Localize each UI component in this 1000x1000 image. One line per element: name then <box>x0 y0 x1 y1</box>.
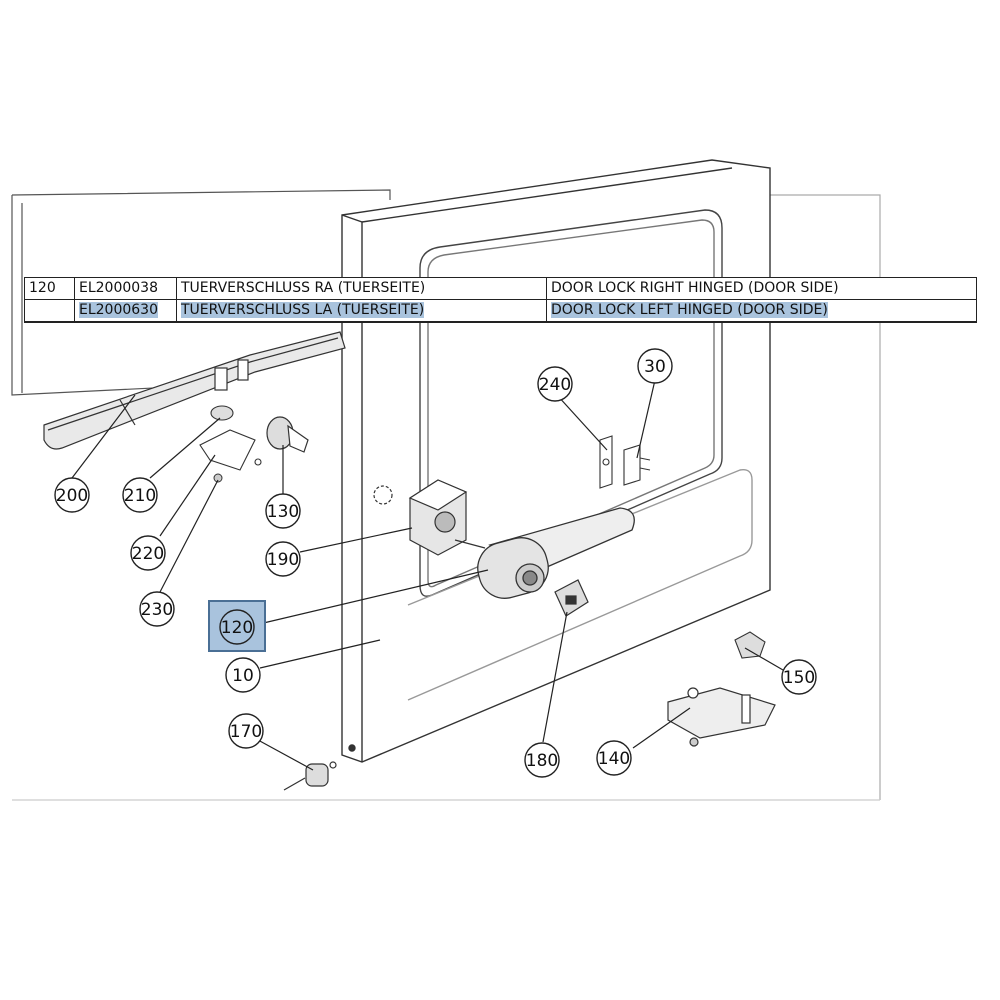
callout-130: 130 <box>265 493 301 529</box>
callout-150: 150 <box>781 659 817 695</box>
callout-label: 170 <box>230 722 262 742</box>
english-name-text: DOOR LOCK RIGHT HINGED (DOOR SIDE) <box>551 280 839 296</box>
callout-190: 190 <box>265 541 301 577</box>
part-number-cell: EL2000038 <box>74 277 177 300</box>
hinge-cap-150-part <box>734 631 766 659</box>
callouts: 200 210 220 230 130 190 120 10 <box>54 348 817 778</box>
callout-220: 220 <box>130 535 166 571</box>
callout-170: 170 <box>228 713 264 749</box>
spacer-170-part <box>283 761 337 791</box>
callout-30: 30 <box>637 348 673 384</box>
callout-label: 190 <box>267 550 299 570</box>
callout-label: 120 <box>221 618 253 638</box>
part-number-cell: EL2000630 <box>74 299 177 323</box>
catch-180-part <box>554 579 589 617</box>
table-row[interactable]: 120 EL2000038 TUERVERSCHLUSS RA (TUERSEI… <box>24 277 977 300</box>
callout-10: 10 <box>225 657 261 693</box>
hinge-plate-140-part <box>667 687 776 747</box>
callout-label: 10 <box>232 666 254 686</box>
german-name-text: TUERVERSCHLUSS LA (TUERSEITE) <box>181 302 425 318</box>
table-row-selected[interactable]: EL2000630 TUERVERSCHLUSS LA (TUERSEITE) … <box>24 299 977 323</box>
callout-200: 200 <box>54 477 90 513</box>
callout-240: 240 <box>537 366 573 402</box>
callout-label: 150 <box>783 668 815 688</box>
callout-label: 140 <box>598 749 630 769</box>
hinge-bracket-220-part <box>199 429 262 471</box>
cap-210-part <box>210 405 234 421</box>
bracket-30-part <box>623 444 651 486</box>
leader-lines <box>71 379 784 771</box>
drain-gutter-part <box>43 331 346 450</box>
callout-label: 30 <box>644 357 666 377</box>
callout-label: 200 <box>56 486 88 506</box>
callout-180: 180 <box>524 742 560 778</box>
door-handle-120-part <box>477 507 635 599</box>
screw-230-part <box>213 473 223 483</box>
callout-label: 220 <box>132 544 164 564</box>
cabinet-panel <box>11 189 881 801</box>
callout-label: 230 <box>141 600 173 620</box>
german-name-cell: TUERVERSCHLUSS LA (TUERSEITE) <box>176 299 547 323</box>
callout-label: 130 <box>267 502 299 522</box>
english-name-text: DOOR LOCK LEFT HINGED (DOOR SIDE) <box>551 302 828 318</box>
callout-label: 210 <box>124 486 156 506</box>
german-name-text: TUERVERSCHLUSS RA (TUERSEITE) <box>181 280 426 296</box>
german-name-cell: TUERVERSCHLUSS RA (TUERSEITE) <box>176 277 547 300</box>
strike-240-part <box>599 435 613 489</box>
callout-label: 180 <box>526 751 558 771</box>
callout-210: 210 <box>122 477 158 513</box>
part-number-text: EL2000038 <box>79 280 158 296</box>
part-number-text: EL2000630 <box>79 302 158 318</box>
callout-120-highlighted: 120 <box>208 600 266 652</box>
callout-140: 140 <box>596 740 632 776</box>
parts-table: 120 EL2000038 TUERVERSCHLUSS RA (TUERSEI… <box>24 277 977 323</box>
lock-housing-190-part <box>373 479 486 556</box>
english-name-cell: DOOR LOCK RIGHT HINGED (DOOR SIDE) <box>546 277 977 300</box>
position-cell <box>24 299 75 323</box>
position-text: 120 <box>29 280 56 296</box>
position-cell: 120 <box>24 277 75 300</box>
english-name-cell: DOOR LOCK LEFT HINGED (DOOR SIDE) <box>546 299 977 323</box>
callout-label: 240 <box>539 375 571 395</box>
latch-130-part <box>266 416 309 453</box>
callout-230: 230 <box>139 591 175 627</box>
